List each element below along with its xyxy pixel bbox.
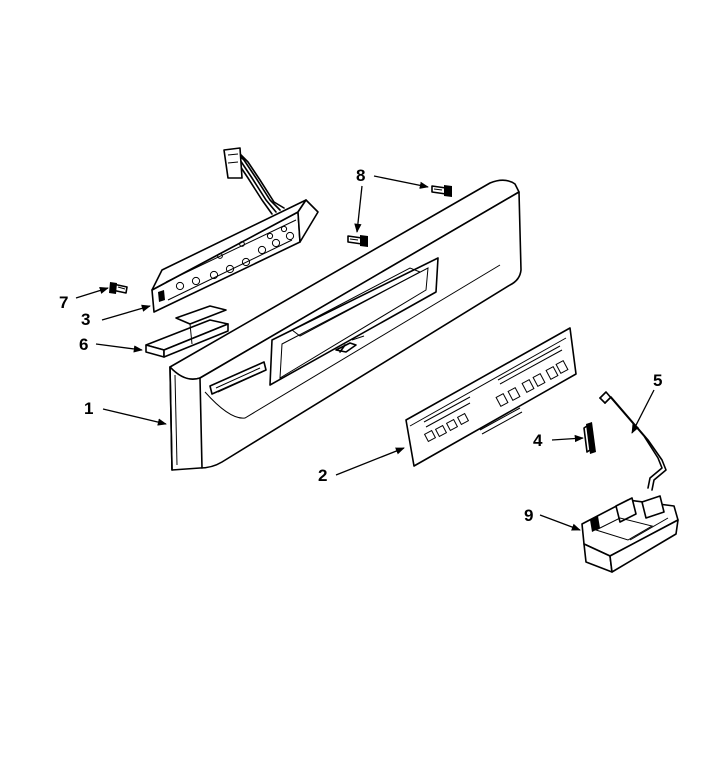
callout-7: 7 <box>59 293 68 312</box>
callout-1: 1 <box>84 399 93 418</box>
leader-1 <box>102 408 167 426</box>
latch-housing <box>581 495 679 573</box>
leader-7 <box>75 286 109 299</box>
callout-9: 9 <box>524 506 533 525</box>
callout-3: 3 <box>81 310 90 329</box>
leader-5 <box>631 389 655 434</box>
callout-8: 8 <box>356 166 365 185</box>
leader-2 <box>335 447 405 476</box>
leader-6 <box>95 343 143 353</box>
leader-3 <box>101 304 151 321</box>
screw-top-right <box>431 185 452 197</box>
leader-8a <box>373 175 429 189</box>
callout-6: 6 <box>79 335 88 354</box>
leader-8b <box>354 185 363 233</box>
leader-9 <box>539 514 581 531</box>
small-bracket <box>145 305 229 358</box>
leader-4 <box>551 434 584 443</box>
control-board <box>151 147 319 313</box>
console-panel <box>169 179 522 471</box>
screw-top-left <box>347 235 368 247</box>
latch-rod <box>599 391 667 491</box>
small-clip <box>583 422 596 454</box>
callout-5: 5 <box>653 371 662 390</box>
screw-left <box>109 282 128 294</box>
callout-4: 4 <box>533 431 543 450</box>
callout-2: 2 <box>318 466 327 485</box>
overlay-panel <box>405 327 577 467</box>
leader-lines <box>75 175 655 531</box>
